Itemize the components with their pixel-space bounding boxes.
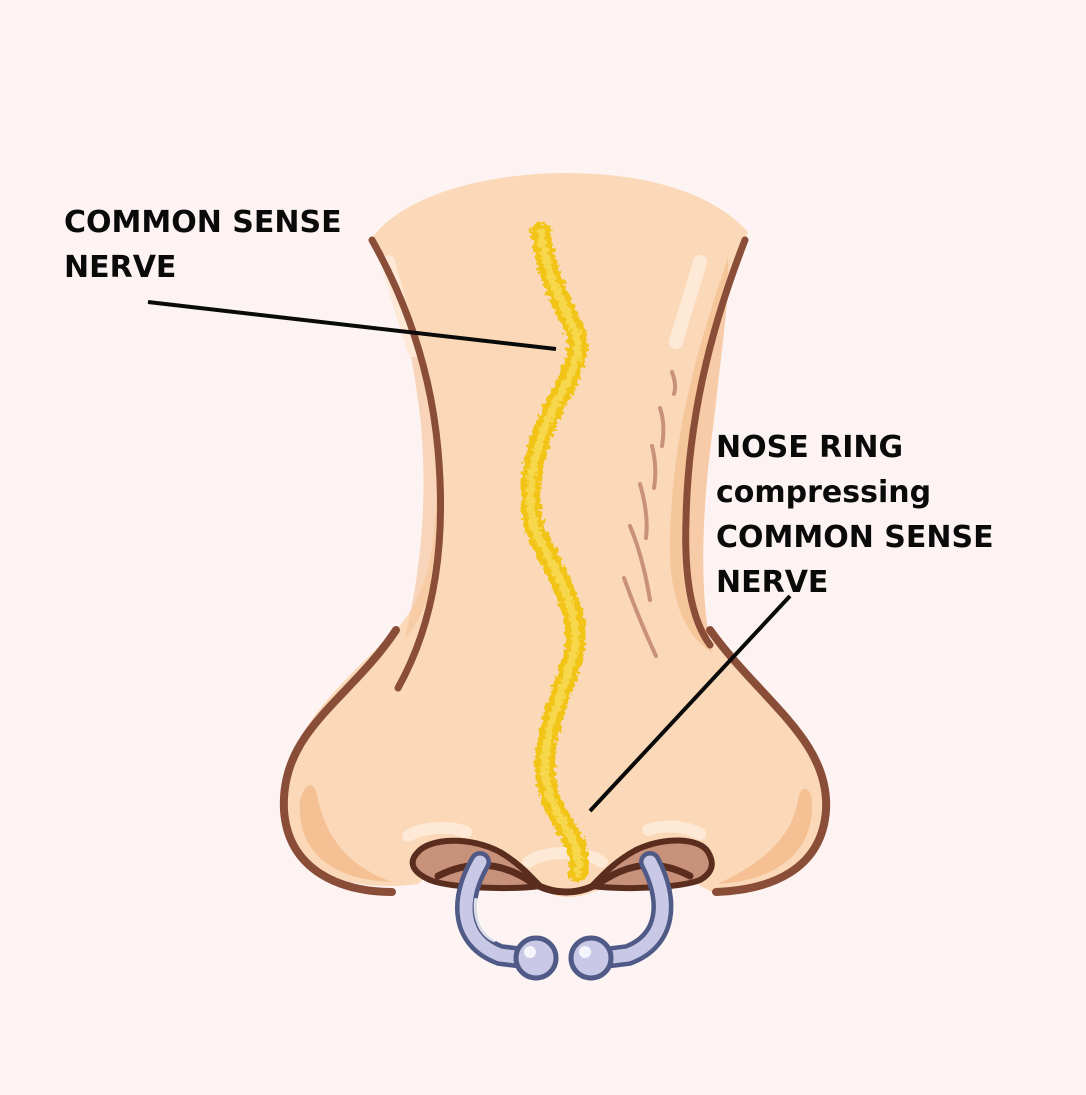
nose-ring: [455, 851, 674, 981]
outline-left-bridge: [368, 236, 445, 692]
highlight-tip-right: [642, 820, 706, 840]
common-sense-nerve: [520, 222, 589, 882]
nose-ring-bead-right: [568, 935, 614, 981]
wrinkle-lines: [622, 370, 678, 658]
highlight-tip-left: [402, 821, 472, 842]
label-common-sense-nerve: COMMON SENSE NERVE: [64, 200, 342, 290]
nostril-wing-shade-right: [718, 788, 813, 884]
label-nose-ring: NOSE RING compressing COMMON SENSE NERVE: [716, 425, 994, 605]
label-left-line-2: NERVE: [64, 250, 177, 285]
nose-shade-left: [390, 258, 443, 640]
label-right-line-1: NOSE RING: [716, 430, 904, 465]
highlight-right: [669, 255, 707, 349]
label-left-line-1: COMMON SENSE: [64, 205, 342, 240]
highlight-tip: [522, 847, 608, 868]
nose-ring-bead-left: [513, 935, 559, 981]
pointer-line-right: [588, 594, 792, 813]
outline-left-wing: [279, 626, 400, 896]
outline-right-bridge: [682, 236, 749, 649]
nostril-wing-shade-left: [299, 785, 392, 882]
label-right-line-3: COMMON SENSE: [716, 520, 994, 555]
pointer-line-left: [147, 300, 557, 351]
label-right-line-2: compressing: [716, 475, 932, 510]
label-right-line-4: NERVE: [716, 565, 829, 600]
outline-right-wing: [706, 626, 831, 896]
